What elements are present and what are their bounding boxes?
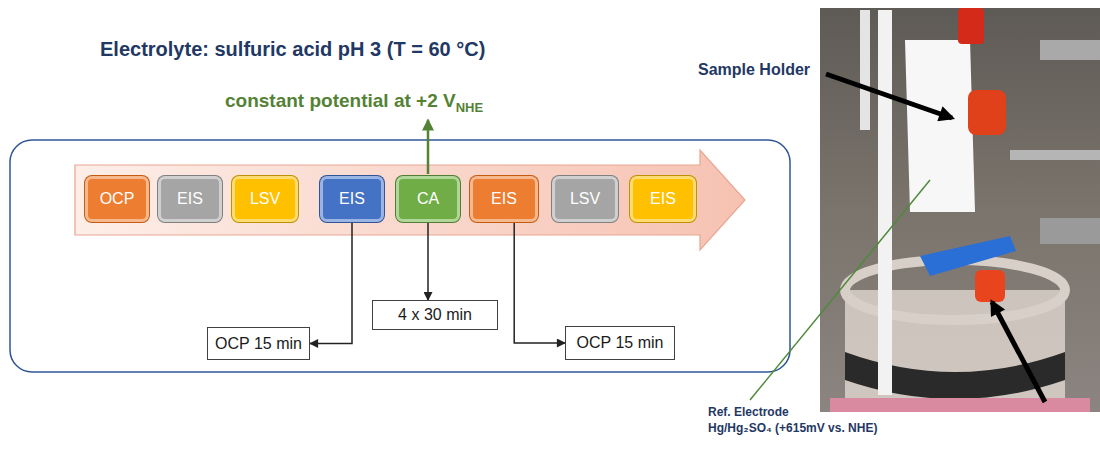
node-text: LSV	[570, 190, 600, 208]
step-box: EIS	[158, 176, 222, 222]
step-box: LSV	[552, 176, 618, 222]
flow-connector	[310, 222, 352, 344]
node-text: EIS	[650, 190, 676, 208]
potential-arrow	[427, 120, 430, 174]
potential-text: constant potential at +2 V	[225, 90, 456, 111]
node-text: OCP 15 min	[215, 335, 302, 353]
step-box: EIS	[320, 176, 384, 222]
pointer-arrow	[826, 74, 952, 118]
node-text: CA	[417, 190, 439, 208]
electrode-spec: Hg/Hg₂SO₄ (+615mV vs. NHE)	[708, 421, 877, 435]
process-arrow-band	[75, 150, 745, 250]
node-text: LSV	[250, 190, 280, 208]
leader-line	[750, 180, 930, 400]
step-box: LSV	[232, 176, 298, 222]
step-box: EIS	[630, 176, 696, 222]
pointer-arrow	[992, 302, 1045, 402]
node-text: EIS	[177, 190, 203, 208]
duration-box: 4 x 30 min	[372, 300, 498, 330]
potential-subscript: NHE	[456, 100, 483, 115]
node-text: OCP	[100, 190, 135, 208]
setup-photo	[820, 8, 1100, 412]
diagram-title: Electrolyte: sulfuric acid pH 3 (T = 60 …	[100, 38, 485, 61]
step-box: CA	[396, 176, 460, 222]
node-text: OCP 15 min	[577, 334, 664, 352]
node-text: EIS	[491, 190, 517, 208]
flow-connector	[514, 222, 565, 343]
electrode-label: Ref. Electrode	[708, 405, 789, 419]
node-text: 4 x 30 min	[398, 306, 472, 324]
duration-box: OCP 15 min	[565, 326, 675, 360]
duration-box: OCP 15 min	[207, 327, 310, 360]
process-frame	[10, 140, 790, 372]
callout-label: Sample Holder	[698, 61, 810, 79]
flow-connector	[427, 222, 429, 300]
potential-note: constant potential at +2 VNHE	[225, 90, 483, 115]
node-text: EIS	[339, 190, 365, 208]
step-box: EIS	[470, 176, 538, 222]
step-box: OCP	[85, 176, 149, 222]
